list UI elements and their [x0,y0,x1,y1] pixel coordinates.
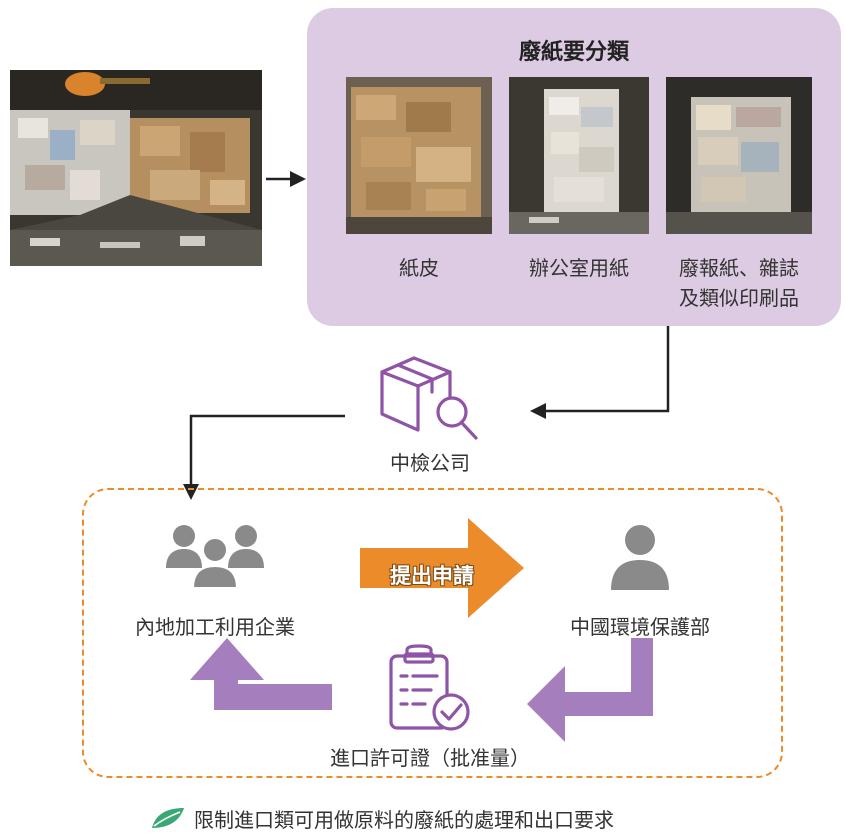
box-search-icon [380,356,478,440]
category-office-paper-label: 辦公室用紙 [529,256,629,280]
category-newspaper-label: 廢報紙、雜誌 及類似印刷品 [656,253,822,313]
category-newspaper-line2: 及類似印刷品 [679,286,799,310]
enterprise-label: 內地加工利用企業 [135,615,295,639]
return-arrow-left [190,638,332,710]
clipboard-check-icon [389,644,470,731]
ministry-label: 中國環境保護部 [570,615,710,639]
application-arrow [360,518,524,618]
office-paper-photo [509,77,649,234]
category-newspaper-line1: 廢報紙、雜誌 [679,256,799,280]
cardboard-photo [346,77,492,234]
arrow-to-panel [266,171,306,187]
return-arrow-right [527,638,653,742]
application-label: 提出申請 [390,564,474,588]
category-cardboard-label: 紙皮 [399,256,439,280]
panel-title: 廢紙要分類 [518,40,629,65]
newspaper-photo [666,77,812,234]
group-icon [166,525,264,589]
approval-process-box [82,488,783,778]
caption-text: 限制進口類可用做原料的廢紙的處理和出口要求 [194,808,614,832]
inspection-label: 中檢公司 [390,451,470,475]
person-icon [611,525,669,590]
permit-label: 進口許可證（批准量） [330,746,530,770]
leaf-icon [152,808,184,828]
waste-paper-photo [10,70,262,266]
arrow-panel-to-inspection [530,326,670,419]
